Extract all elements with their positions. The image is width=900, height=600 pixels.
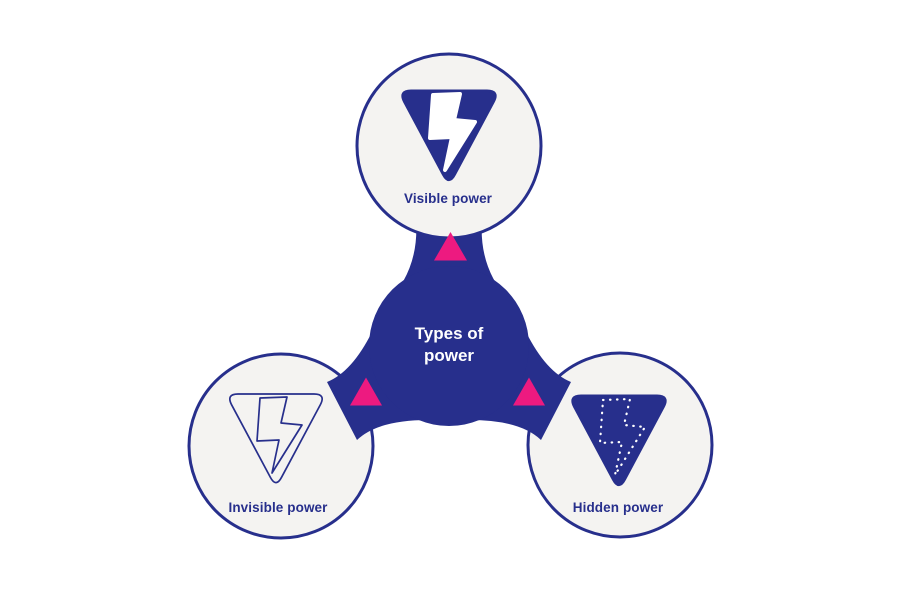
outline-triangle-shape bbox=[229, 393, 323, 484]
invisible-power-circle bbox=[187, 352, 375, 540]
visible-power-label: Visible power bbox=[403, 191, 493, 206]
outline-bolt-shape bbox=[256, 396, 303, 474]
dotted-bolt-shape bbox=[598, 397, 647, 477]
invisible-power-label: Invisible power bbox=[228, 500, 328, 515]
center-hub-label: Types of power bbox=[414, 324, 484, 365]
white-bolt-shape bbox=[428, 92, 477, 172]
filled-triangle-shape bbox=[571, 394, 667, 487]
center-hub-circle bbox=[369, 266, 529, 426]
arrow-bottom-left-icon bbox=[350, 377, 382, 406]
hidden-power-label: Hidden power bbox=[572, 500, 664, 515]
arrow-top-icon bbox=[434, 232, 467, 261]
bolt-triangle-outline-icon bbox=[229, 393, 323, 484]
node-visible-power bbox=[355, 52, 543, 240]
connector-bottom-left bbox=[327, 332, 428, 440]
node-hidden-power bbox=[526, 351, 714, 539]
node-invisible-power bbox=[187, 352, 375, 540]
bolt-triangle-dotted-icon bbox=[571, 394, 667, 487]
connector-bottom-right bbox=[470, 332, 571, 440]
bolt-triangle-filled-icon bbox=[401, 89, 497, 182]
arrow-bottom-right-icon bbox=[513, 377, 545, 406]
